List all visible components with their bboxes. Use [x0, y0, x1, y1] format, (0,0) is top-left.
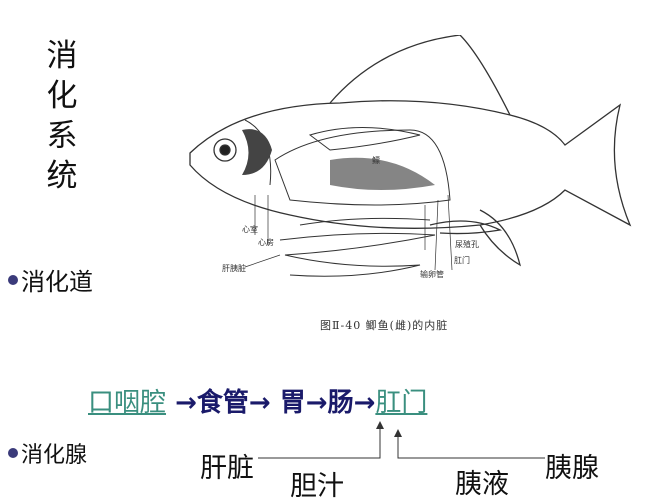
arrow-icon: → [305, 388, 328, 418]
bullet-digestive-tract: 消化道 [8, 262, 93, 297]
label-ventricle: 心室 [242, 224, 258, 234]
title-char: 消 [46, 38, 78, 74]
arrow-icon: → [353, 388, 376, 418]
step-oral-pharyngeal-cavity[interactable]: 口咽腔 [88, 388, 167, 418]
label-anus: 肛门 [454, 255, 470, 265]
fish-anatomy-diagram: 鳔 心室 心房 肝胰脏 尿殖孔 肛门 输卵管 [189, 35, 632, 279]
label-urogenital-pore: 尿殖孔 [455, 239, 479, 249]
arrow-icon: → [248, 388, 271, 418]
body-cavity [274, 129, 451, 206]
bullet-text: 消化道 [21, 268, 93, 296]
ventral-fin [479, 209, 522, 267]
ovary [330, 157, 435, 190]
pelvic-fin [429, 220, 503, 235]
step-intestine: 肠 [327, 388, 354, 418]
fish-eye-icon [213, 138, 237, 162]
bullet-digestive-glands: 消化腺 [8, 437, 87, 469]
intestine-loops [279, 217, 436, 277]
pointer-lines [244, 194, 453, 271]
arrowhead-icon [376, 421, 384, 429]
title-char: 系 [46, 118, 78, 154]
label-atrium: 心房 [258, 237, 274, 247]
secretion-bile: 胆汁 [290, 471, 344, 500]
gill-region [242, 129, 272, 175]
slide-title: 消 化 系 统 [44, 36, 80, 196]
step-anus[interactable]: 肛门 [375, 388, 428, 418]
label-swim-bladder: 鳔 [372, 155, 380, 165]
step-esophagus: 食管 [196, 388, 249, 418]
label-oviduct: 输卵管 [420, 269, 444, 279]
label-hepatopancreas: 肝胰脏 [222, 263, 246, 273]
bullet-dot-icon [8, 448, 18, 458]
dorsal-fin [329, 35, 511, 116]
swim-bladder [308, 127, 421, 151]
step-stomach: 胃 [279, 388, 306, 418]
bullet-text: 消化腺 [21, 443, 88, 468]
fish-body-outline [189, 100, 632, 229]
title-char: 化 [46, 78, 78, 114]
arrowhead-icon [394, 429, 402, 437]
arrow-icon: → [175, 388, 197, 418]
bullet-dot-icon [8, 274, 18, 285]
digestive-tract-flow: 口咽腔 →食管→ 胃→肠→肛门 [88, 382, 427, 419]
gland-pancreas: 胰腺 [545, 453, 599, 484]
gland-liver: 肝脏 [200, 453, 254, 484]
title-char: 统 [46, 158, 78, 194]
secretion-pancreatic-juice: 胰液 [455, 469, 509, 500]
figure-caption: 图Ⅱ-40 鲫鱼(雌)的内脏 [320, 319, 449, 332]
